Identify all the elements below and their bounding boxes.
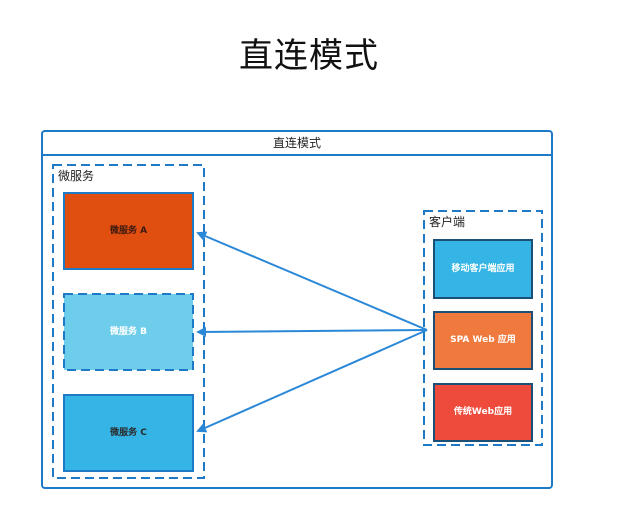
- microservice-c-label: 微服务 C: [110, 428, 147, 438]
- client-spa-label: SPA Web 应用: [450, 335, 516, 345]
- page-title: 直连模式: [239, 36, 379, 76]
- clients-group-label: 客户端: [429, 215, 466, 229]
- client-mobile-label: 移动客户端应用: [451, 264, 515, 274]
- arrow-to-microservice-b: [196, 326, 428, 337]
- client-traditional-label: 传统Web应用: [453, 407, 513, 417]
- microservices-group-label: 微服务: [58, 169, 95, 183]
- clients-group: [423, 210, 543, 446]
- arrow-to-microservice-a: [196, 231, 428, 331]
- client-mobile-box[interactable]: [433, 239, 533, 299]
- client-spa-box[interactable]: [433, 311, 533, 370]
- microservices-group: [52, 164, 205, 479]
- panel-title: 直连模式: [272, 136, 321, 150]
- microservice-b-label: 微服务 B: [110, 327, 147, 337]
- client-traditional-box[interactable]: [433, 383, 533, 442]
- microservice-a-box[interactable]: [63, 192, 194, 270]
- microservice-a-label: 微服务 A: [109, 226, 148, 236]
- microservice-b-box[interactable]: [63, 293, 194, 371]
- microservice-c-box[interactable]: [63, 394, 194, 472]
- arrow-to-microservice-c: [196, 329, 428, 433]
